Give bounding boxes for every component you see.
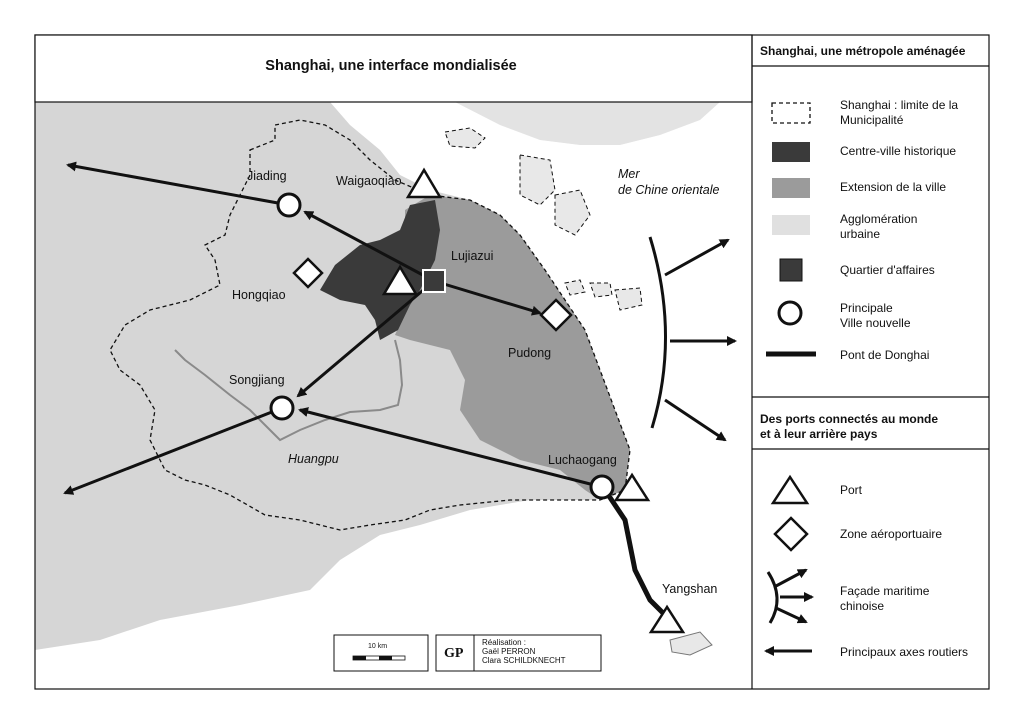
island-f (614, 287, 643, 311)
credit-line3: Clara SCHILDKNECHT (482, 656, 566, 665)
road-lujiazui-pudong (433, 279, 542, 316)
label-yangshan: Yangshan (662, 582, 718, 596)
legend-section2-title: Des ports connectés au monde et à leur a… (760, 412, 938, 442)
legend-item-port: Port (840, 483, 863, 497)
credit-logo: GP (444, 646, 464, 661)
island-b (519, 154, 556, 206)
credit-box (435, 634, 602, 672)
credit-text: Réalisation : Gaël PERRON Clara SCHILDKN… (482, 638, 566, 665)
legend-item-facade-l2: chinoise (840, 599, 885, 613)
legend-symbol-facade-arc (766, 571, 779, 624)
maritime-facade-arc (648, 236, 668, 429)
legend-item-boundary-l2: Municipalité (840, 113, 904, 127)
label-pudong: Pudong (508, 346, 552, 360)
road-lujiazui-jiading (303, 210, 435, 283)
legend-item-agglomeration-l1: Agglomération (840, 212, 918, 226)
port-waigaoqiao (405, 167, 443, 199)
legend-symbol-port (770, 474, 810, 505)
city-extension-area (395, 195, 630, 500)
island-yangshan (669, 631, 713, 656)
legend-item-extension: Extension de la ville (840, 180, 947, 194)
facade-arrow-south (664, 398, 727, 442)
new-town-luchaogang (589, 474, 615, 500)
legend-facade-arrow-3 (775, 606, 808, 624)
label-sea-line1: Mer (618, 167, 640, 181)
legend-item-airport: Zone aéroportuaire (840, 527, 943, 541)
label-sea-line2: de Chine orientale (618, 183, 720, 197)
port-luchaogang (613, 472, 651, 502)
road-songjiang-west (63, 406, 283, 495)
legend-item-roads: Principaux axes routiers (840, 645, 969, 659)
map-title: Shanghai, une interface mondialisée (265, 58, 517, 74)
huangpu-river (174, 339, 404, 442)
legend-section1-title: Shanghai, une métropole aménagée (760, 44, 966, 58)
title-box (34, 34, 753, 103)
legend-symbol-newtown (777, 300, 803, 326)
legend-symbol-boundary (771, 102, 811, 124)
road-lujiazui-songjiang (296, 279, 435, 398)
island-d (564, 279, 586, 296)
label-songjiang: Songjiang (229, 373, 285, 387)
legend-item-newtown: Principale Ville nouvelle (840, 301, 911, 331)
label-hongqiao: Hongqiao (232, 288, 286, 302)
agglomeration-patch-north (455, 102, 720, 145)
legend-section2-title-l1: Des ports connectés au monde (760, 412, 939, 426)
credit-line1: Réalisation : (482, 638, 527, 647)
port-yangshan (648, 604, 686, 634)
donghai-bridge (602, 488, 667, 617)
scale-box (333, 634, 429, 672)
new-town-jiading (276, 192, 302, 218)
legend-item-newtown-l2: Ville nouvelle (840, 316, 911, 330)
label-huangpu: Huangpu (288, 452, 339, 466)
legend-item-agglomeration-l2: urbaine (840, 227, 881, 241)
airport-pudong (539, 298, 573, 332)
scale-bar-fill (353, 656, 366, 660)
legend-item-boundary-l1: Shanghai : limite de la (840, 98, 959, 112)
legend-item-boundary: Shanghai : limite de la Municipalité (840, 98, 958, 128)
legend-item-agglomeration: Agglomération urbaine (840, 212, 917, 242)
airport-hongqiao (292, 257, 324, 289)
legend-item-bridge: Pont de Donghai (840, 348, 930, 362)
legend-symbol-historic (772, 142, 810, 162)
label-waigaoqiao: Waigaoqiao (336, 174, 402, 188)
label-luchaogang: Luchaogang (548, 453, 617, 467)
label-lujiazui: Lujiazui (451, 249, 494, 263)
port-central (381, 264, 419, 296)
historic-center-area (320, 200, 440, 340)
island-c (554, 189, 591, 236)
island-e (589, 282, 613, 298)
island-a (444, 127, 486, 149)
legend-symbol-business (779, 258, 803, 282)
scale-bar-fill-2 (379, 656, 392, 660)
legend-item-newtown-l1: Principale (840, 301, 893, 315)
legend-symbol-airport (773, 516, 809, 552)
legend-facade-arrow-1 (775, 568, 808, 588)
legend-item-facade-l1: Façade maritime (840, 584, 930, 598)
legend-item-business: Quartier d'affaires (840, 263, 935, 277)
legend-symbol-extension (772, 178, 810, 198)
label-jiading: Jiading (247, 169, 287, 183)
legend-item-facade: Façade maritime chinoise (840, 584, 929, 614)
legend-symbol-agglomeration (772, 215, 810, 235)
new-town-songjiang (269, 395, 295, 421)
legend-section2-title-l2: et à leur arrière pays (760, 427, 878, 441)
facade-arrow-north (664, 238, 730, 277)
road-luchaogang-songjiang (298, 407, 603, 489)
scale-label: 10 km (368, 643, 388, 650)
credit-line2: Gaël PERRON (482, 647, 536, 656)
legend-item-historic: Centre-ville historique (840, 144, 957, 158)
road-jiading-west (66, 161, 290, 207)
business-district-lujiazui (422, 269, 446, 293)
